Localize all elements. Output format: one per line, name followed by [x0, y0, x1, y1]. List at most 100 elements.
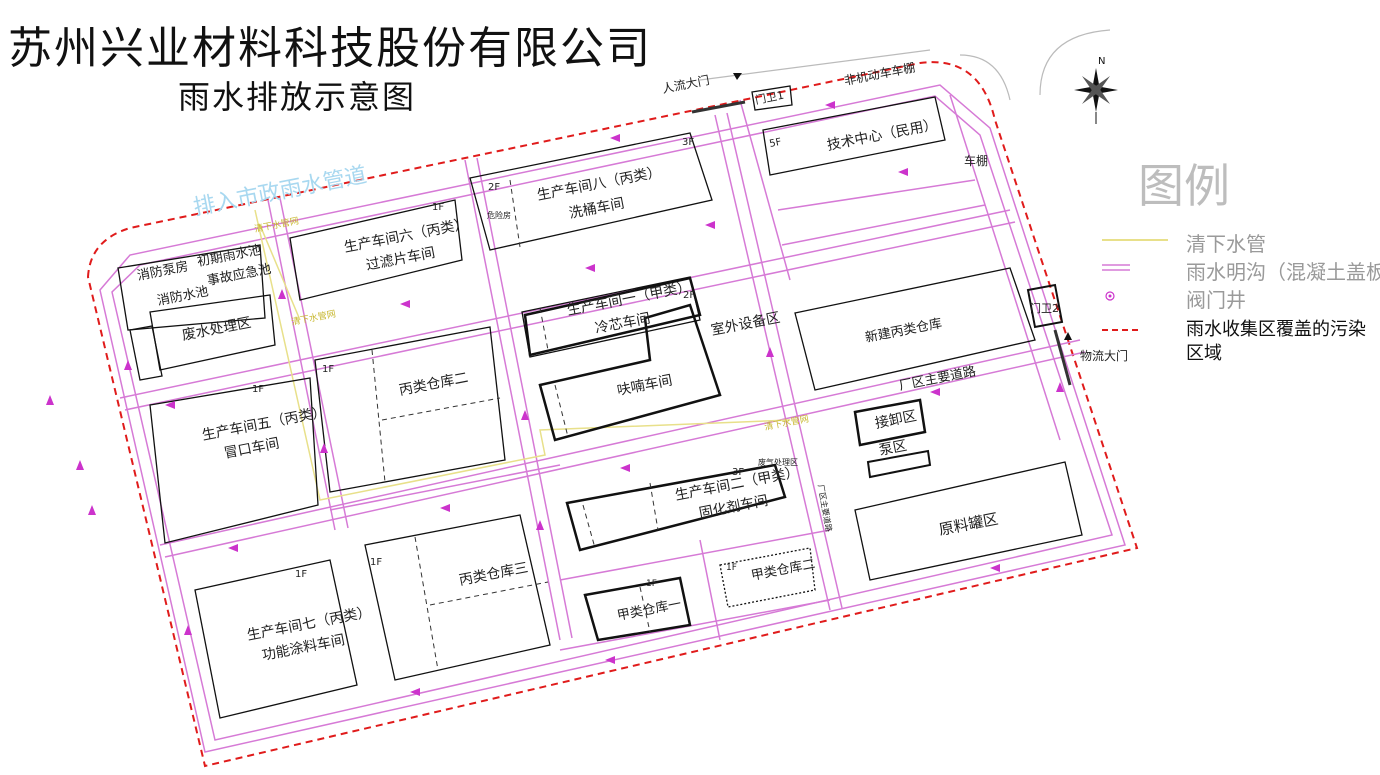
partition [414, 536, 439, 671]
a-wh1-floor-label: 1F [646, 579, 657, 589]
partition [371, 349, 386, 483]
flow-arrow-icon [400, 300, 410, 308]
pipe-note-3: 清下水管网 [763, 413, 809, 433]
building-guard2 [1026, 283, 1064, 329]
partition [381, 397, 501, 421]
guard1-label: 门卫1 [754, 88, 785, 107]
north-compass-icon: N [1074, 56, 1118, 124]
new-warehouse-label: 新建丙类仓库 [864, 315, 944, 346]
flow-arrow-icon [228, 544, 238, 552]
page-title: 苏州兴业材料科技股份有限公司 [8, 23, 652, 74]
unloading-label: 接卸区 [874, 407, 918, 432]
pollution-boundary [86, 61, 1139, 768]
rain-ditch [559, 529, 831, 581]
flow-arrow-icon [184, 625, 192, 635]
building-ws1-ext [538, 303, 722, 442]
partition [429, 581, 549, 606]
rain-ditch [124, 221, 1016, 411]
flow-arrow-icon [990, 564, 1000, 572]
rain-ditch [159, 339, 1081, 546]
building-pump [866, 449, 932, 479]
flow-arrow-icon [278, 289, 286, 299]
building-ws8 [469, 132, 713, 251]
partition [539, 307, 549, 351]
building-ws5 [149, 377, 319, 544]
flow-arrow-icon [46, 395, 54, 405]
bike-shed-label: 非机动车车棚 [843, 59, 917, 87]
rain-ditch [99, 84, 1126, 753]
building-ws6 [289, 199, 463, 301]
flow-arrow-icon [585, 264, 595, 272]
building-a-wh1 [583, 576, 692, 642]
flow-arrow-icon [165, 401, 175, 409]
building-utility [117, 244, 266, 331]
flow-arrow-icon [825, 101, 835, 109]
guard2-label: 门卫2 [1030, 301, 1059, 315]
pipe-note-2: 清下水管网 [290, 308, 336, 328]
flow-arrow-icon [705, 221, 715, 229]
rain-ditch [949, 94, 1061, 441]
ws8-floor2-label: 2F [488, 182, 500, 193]
rain-ditch [781, 204, 986, 246]
wh3-label: 丙类仓库三 [458, 560, 530, 589]
building-unloading [853, 398, 927, 447]
external-road-line [959, 54, 1011, 101]
legend-label: 雨水收集区覆盖的污染区域 [1186, 319, 1366, 364]
ws2-floor-label: 3F [732, 467, 744, 478]
rain-ditch [329, 464, 561, 511]
ws8-label-line2: 洗桶车间 [568, 195, 626, 222]
rain-ditch [164, 351, 1086, 558]
rain-ditch-symbol-icon [1102, 264, 1130, 271]
wh3-floor-label: 1F [370, 557, 382, 568]
rain-ditch [476, 157, 573, 639]
outfall-label: 排入市政雨水管道 [191, 163, 369, 221]
partition [509, 179, 521, 248]
flow-arrow-icon [124, 360, 132, 370]
legend-item-pollution-boundary: 雨水收集区覆盖的污染区域 [1100, 318, 1380, 366]
rain-ditch [726, 112, 843, 609]
rain-ditch [699, 539, 721, 641]
flow-arrow-icon [410, 688, 420, 696]
legend-item-valve-well: 阀门井 [1100, 284, 1380, 312]
flow-arrow-icon [930, 388, 940, 396]
external-road-line [1039, 29, 1111, 96]
gate-marker-icon [1064, 332, 1072, 340]
flow-arrow-icon [766, 347, 774, 357]
rain-ditch [279, 197, 349, 529]
a-wh2-floor-label: 1F [726, 563, 737, 573]
flow-arrow-icon [320, 443, 328, 453]
partition [639, 586, 651, 633]
flow-arrow-icon [605, 656, 615, 664]
flow-arrow-icon [898, 168, 908, 176]
clean-pipe-symbol-icon [1102, 239, 1168, 241]
gate-marker-icon [733, 73, 742, 80]
ws2-note-label: 废气处理区 [758, 457, 798, 467]
legend-title: 图例 [1138, 159, 1230, 213]
flow-arrow-icon [620, 464, 630, 472]
flow-arrow-icon [610, 134, 620, 142]
gate-bar [1053, 329, 1072, 386]
legend-item-clean-pipe: 清下水管 [1100, 228, 1380, 256]
ws6-floor-label: 1F [432, 202, 444, 213]
building-wastewater-left [129, 325, 163, 381]
fire-pump-label: 消防泵房 [136, 258, 190, 284]
building-a-wh2 [719, 547, 816, 608]
rain-ditch [559, 599, 831, 651]
ws5-floor-label: 1F [252, 384, 264, 395]
ws8-sub-label: 危险房 [487, 210, 511, 220]
a-wh2-label: 甲类仓库二 [750, 556, 817, 584]
rain-ditch [714, 114, 831, 611]
pump-area-label: 泵区 [878, 438, 909, 459]
gate-logistics-label: 物流大门 [1080, 348, 1128, 363]
building-wh3 [364, 514, 551, 681]
flow-arrow-icon [440, 504, 450, 512]
flow-arrow-icon [1056, 382, 1064, 392]
wh2-floor-label: 1F [322, 364, 334, 375]
rain-ditch [739, 99, 791, 281]
flow-arrow-icon [521, 410, 529, 420]
valve-well-symbol-icon [1105, 291, 1115, 301]
outdoor-equipment-label: 室外设备区 [710, 309, 782, 339]
building-tech-center [762, 96, 946, 176]
rain-ditch [777, 179, 976, 211]
